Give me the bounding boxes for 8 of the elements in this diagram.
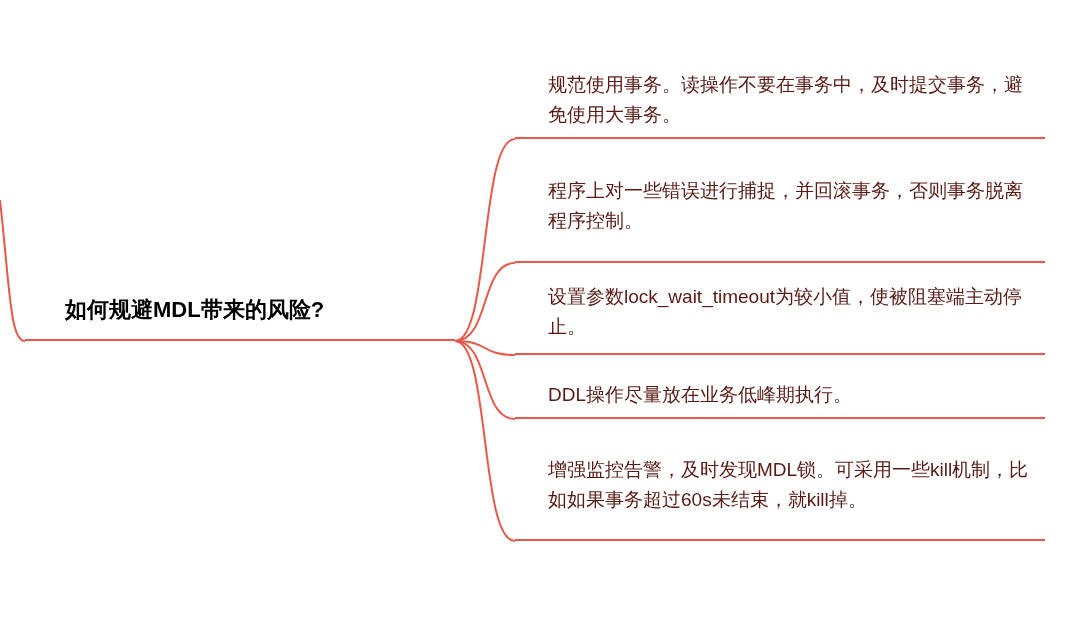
branch-text: DDL操作尽量放在业务低峰期执行。 <box>548 382 853 407</box>
branch-line <box>454 340 516 542</box>
branch-text: 程序上对一些错误进行捕捉，并回滚事务，否则事务脱离程序控制。 <box>548 178 1024 233</box>
branch-line <box>0 199 26 342</box>
topic-text: 如何规避MDL带来的风险? <box>65 296 326 324</box>
branch-text: 规范使用事务。读操作不要在事务中，及时提交事务，避免使用大事务。 <box>548 72 1024 127</box>
branch-text: 设置参数lock_wait_timeout为较小值，使被阻塞端主动停止。 <box>548 284 1024 339</box>
branch-text: 增强监控告警，及时发现MDL锁。可采用一些kill机制，比如如果事务超过60s未结束，就kill掉。 <box>548 457 1030 512</box>
